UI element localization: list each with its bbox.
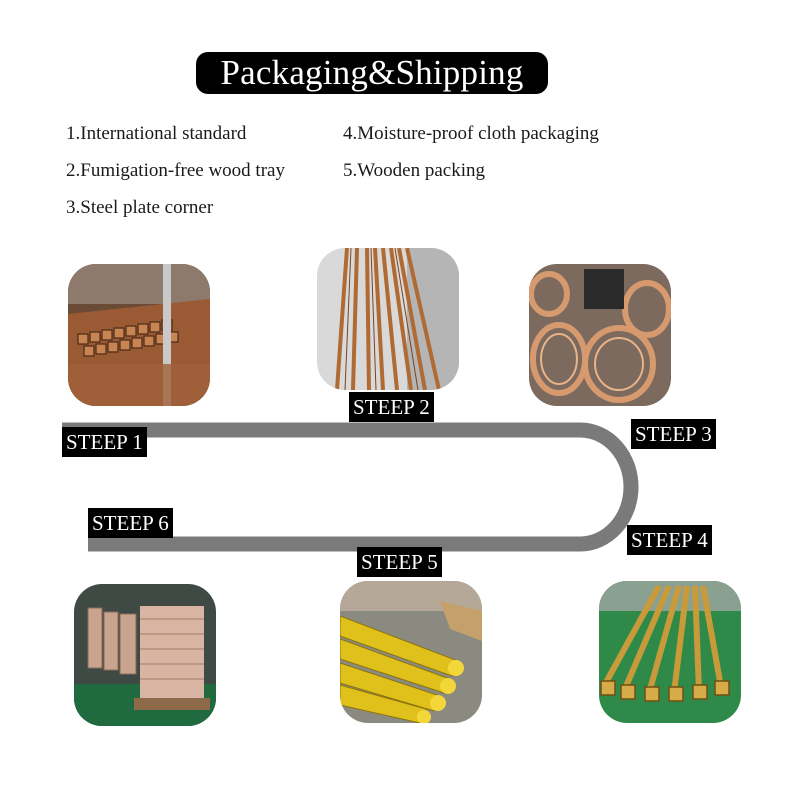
step-label-3: STEEP 3 bbox=[631, 419, 716, 449]
feature-item-2: 2.Fumigation-free wood tray bbox=[66, 160, 285, 181]
step-label-2: STEEP 2 bbox=[349, 392, 434, 422]
brass-square-tubes-photo bbox=[599, 581, 741, 723]
title-banner: Packaging&Shipping bbox=[196, 52, 548, 94]
step-label-6: STEEP 6 bbox=[88, 508, 173, 538]
page-title: Packaging&Shipping bbox=[220, 53, 524, 92]
feature-item-1: 1.International standard bbox=[66, 123, 247, 144]
feature-item-4: 4.Moisture-proof cloth packaging bbox=[343, 123, 599, 144]
yellow-wrapped-rods-photo bbox=[340, 581, 482, 723]
square-copper-tubes-rack-photo bbox=[68, 264, 210, 406]
wrapped-coils-pallet-photo bbox=[74, 584, 216, 726]
feature-item-5: 5.Wooden packing bbox=[343, 160, 485, 181]
step-label-1: STEEP 1 bbox=[62, 427, 147, 457]
step-label-5: STEEP 5 bbox=[357, 547, 442, 577]
step-label-4: STEEP 4 bbox=[627, 525, 712, 555]
track-path bbox=[62, 422, 639, 552]
copper-coils-photo bbox=[529, 264, 671, 406]
long-copper-bars-photo bbox=[317, 248, 459, 390]
feature-item-3: 3.Steel plate corner bbox=[66, 197, 214, 218]
